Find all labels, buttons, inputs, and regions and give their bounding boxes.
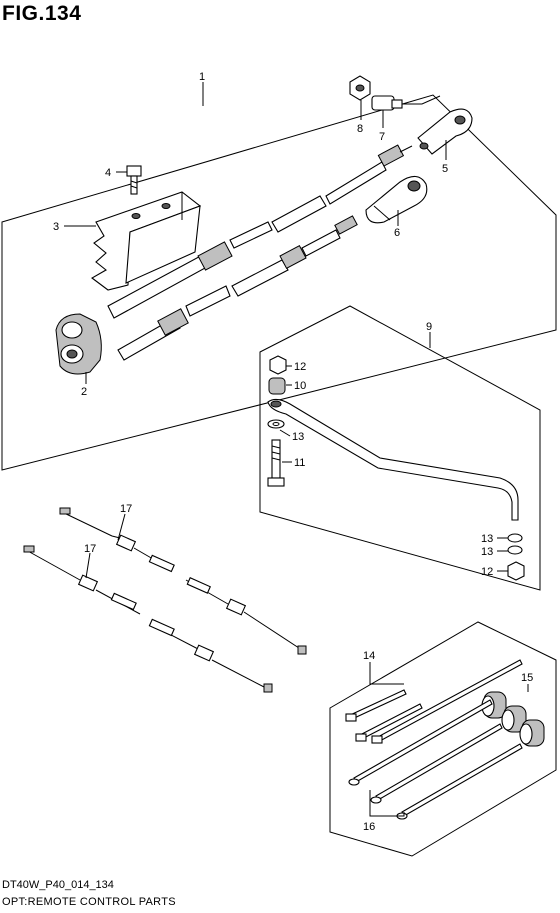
part-15-spacers	[481, 691, 545, 747]
part-8-nut	[349, 75, 371, 101]
part-5-rod-end	[417, 108, 473, 155]
part-13-washer-top	[267, 419, 285, 429]
part-12-nut-bottom	[507, 561, 525, 581]
callout-8: 8	[357, 123, 363, 135]
callout-12-bottom: 12	[481, 566, 493, 578]
callout-13-bottom: 13	[481, 546, 493, 558]
part-4-bolt	[126, 165, 142, 195]
callout-13-mid: 13	[481, 533, 493, 545]
callout-2: 2	[81, 386, 87, 398]
drawing-code: DT40W_P40_014_134	[2, 879, 114, 891]
part-12-nut-top	[269, 355, 287, 375]
callout-12-top: 12	[294, 361, 306, 373]
group-1-outline	[1, 94, 557, 471]
figure-caption: OPT:REMOTE CONTROL PARTS	[2, 896, 176, 908]
control-cables-assembly	[107, 144, 413, 361]
part-11-bolt	[267, 439, 285, 487]
leader-lines	[64, 82, 529, 817]
part-17-cable-upper	[59, 507, 307, 655]
callout-labels: 1 2 3 4 5 6 7 8 9 10 11 12 12 13 13 13 1…	[53, 71, 533, 833]
callout-1: 1	[199, 71, 205, 83]
callout-4: 4	[105, 167, 111, 179]
throttle-rod	[267, 398, 519, 521]
callout-10: 10	[294, 380, 306, 392]
callout-15: 15	[521, 672, 533, 684]
callout-3: 3	[53, 221, 59, 233]
part-16-screws	[348, 699, 523, 820]
part-3-bracket	[91, 191, 202, 291]
part-17-cable-lower	[23, 545, 273, 693]
part-2-grommet	[55, 313, 102, 375]
part-10-collar	[268, 377, 286, 395]
callout-9: 9	[426, 321, 432, 333]
callout-5: 5	[442, 163, 448, 175]
callout-7: 7	[379, 131, 385, 143]
callout-17-upper: 17	[120, 503, 132, 515]
callout-17-lower: 17	[84, 543, 96, 555]
callout-6: 6	[394, 227, 400, 239]
callout-13-top: 13	[292, 431, 304, 443]
callout-14: 14	[363, 650, 375, 662]
figure-title: FIG.134	[2, 2, 82, 25]
part-14-cable-ties	[345, 659, 523, 744]
part-13-washers-bottom	[507, 533, 523, 555]
callout-11: 11	[294, 457, 305, 469]
part-6-socket	[365, 175, 428, 224]
callout-16: 16	[363, 821, 375, 833]
group-14-outline	[329, 621, 557, 857]
group-9-outline	[259, 305, 541, 591]
part-7-stud	[371, 95, 441, 111]
